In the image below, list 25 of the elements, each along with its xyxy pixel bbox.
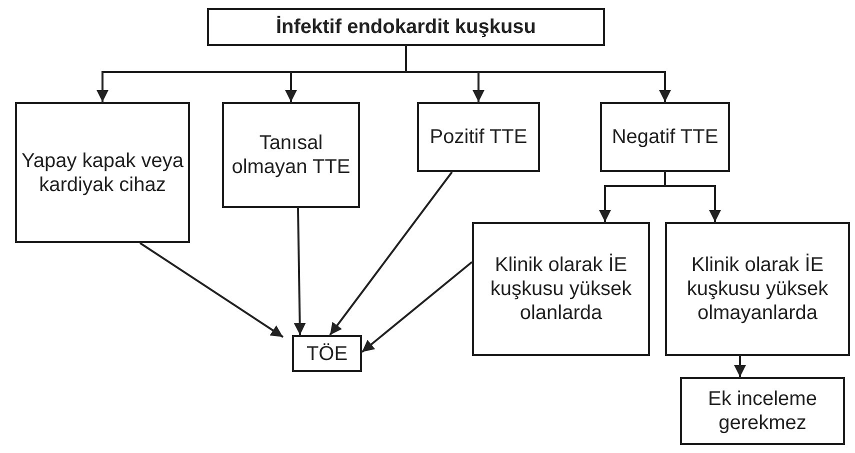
- arrow: [329, 171, 453, 336]
- process-box: [600, 102, 730, 172]
- box-text: Yapay kapak veya kardiyak cihaz: [20, 148, 184, 196]
- box-text: Ek inceleme gerekmez: [707, 387, 818, 435]
- arrow: [734, 356, 746, 377]
- box-text: TÖE: [306, 342, 348, 366]
- arrow: [405, 46, 671, 102]
- box-text: Pozitif TTE: [430, 125, 528, 149]
- process-box: [222, 102, 360, 208]
- arrow: [139, 242, 284, 338]
- process-box: [15, 102, 190, 243]
- arrow: [361, 261, 473, 353]
- box-text: Klinik olarak İE kuşkusu yüksek olanlarda: [489, 253, 633, 325]
- process-box: [417, 102, 540, 172]
- process-box: [207, 8, 605, 46]
- process-box: [292, 335, 362, 372]
- box-text: Tanısal olmayan TTE: [230, 131, 352, 179]
- box-text: Negatif TTE: [612, 125, 718, 149]
- process-box: [665, 222, 850, 356]
- heading-text: İnfektif endokardit kuşkusu: [276, 15, 536, 39]
- process-box: [680, 377, 845, 445]
- arrow: [294, 208, 306, 336]
- process-box: [472, 222, 650, 356]
- arrow: [664, 172, 721, 222]
- box-text: Klinik olarak İE kuşkusu yüksek olmayanlarda: [686, 253, 830, 325]
